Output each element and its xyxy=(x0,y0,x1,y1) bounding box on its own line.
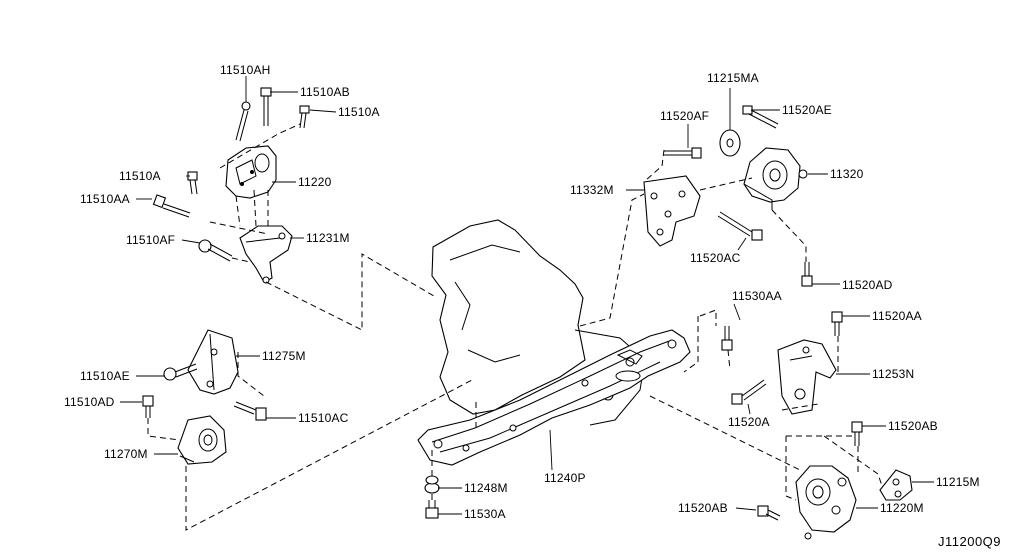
label-11320: 11320 xyxy=(830,167,864,181)
label-11332M: 11332M xyxy=(570,183,614,197)
label-11220: 11220 xyxy=(298,175,332,189)
label-11520AD: 11520AD xyxy=(842,278,893,292)
bolt-11530AA xyxy=(721,326,733,351)
label-11510AD: 11510AD xyxy=(64,395,115,409)
label-11270M: 11270M xyxy=(104,447,148,461)
label-11520AB-right: 11520AB xyxy=(888,419,938,433)
bracket-11231M xyxy=(239,225,293,284)
label-11520AA: 11520AA xyxy=(872,309,922,323)
bolt-11520AC xyxy=(717,211,763,241)
mount-11270M xyxy=(177,415,227,465)
washer-11248M xyxy=(424,475,440,494)
label-11231M: 11231M xyxy=(306,231,350,245)
label-11520AF: 11520AF xyxy=(660,109,709,123)
bolt-11520A xyxy=(731,379,767,405)
diagram-code: J11200Q9 xyxy=(938,534,1001,549)
label-11510AC: 11510AC xyxy=(298,411,349,425)
label-11510AH: 11510AH xyxy=(220,63,271,77)
bolt-11510AC xyxy=(233,401,267,421)
bolt-11520AF xyxy=(664,147,702,159)
bracket-11253N xyxy=(777,339,837,415)
crossmember-11240P xyxy=(417,329,691,466)
label-11510A-top: 11510A xyxy=(338,105,380,119)
label-11510AA: 11510AA xyxy=(80,192,130,206)
bolt-11510AB xyxy=(260,87,272,126)
bolt-11530A xyxy=(425,500,439,519)
bolt-11510AE xyxy=(163,363,198,381)
bolt-11510A-left xyxy=(187,171,198,195)
bolt-11520AA xyxy=(831,311,843,336)
assembly-dashed-lines xyxy=(147,123,883,531)
bolt-11520AD xyxy=(801,262,813,287)
label-11253N: 11253N xyxy=(872,367,914,381)
label-11530AA: 11530AA xyxy=(732,289,782,303)
bracket-11275M xyxy=(187,329,239,395)
bolt-11520AE xyxy=(742,105,779,129)
label-11510AB: 11510AB xyxy=(300,85,350,99)
label-11520AB-bottom: 11520AB xyxy=(678,501,728,515)
label-11215M: 11215M xyxy=(936,475,980,489)
bolt-11510A-top xyxy=(299,105,310,129)
label-11510A-left: 11510A xyxy=(119,169,161,183)
bracket-11332M xyxy=(643,175,701,247)
label-11248M: 11248M xyxy=(464,481,508,495)
leader-lines xyxy=(120,76,934,515)
bracket-11215M xyxy=(879,469,913,501)
bolt-11510AF xyxy=(198,239,233,262)
part-labels: 11510AH 11510AB 11510A 11510A 11220 1151… xyxy=(64,63,1001,549)
mount-11320 xyxy=(743,147,801,210)
bolt-11520AB-bottom xyxy=(757,505,781,521)
label-11520A: 11520A xyxy=(728,415,770,429)
label-11275M: 11275M xyxy=(262,349,306,363)
bolt-11510AD xyxy=(142,395,154,418)
mount-11220 xyxy=(225,145,277,199)
bolt-11510AH xyxy=(235,101,251,142)
engine-block xyxy=(431,219,646,426)
label-11520AC: 11520AC xyxy=(690,251,741,265)
label-11215MA: 11215MA xyxy=(707,71,759,85)
label-11530A: 11530A xyxy=(464,507,506,521)
mount-11220M xyxy=(795,465,857,540)
label-11240P: 11240P xyxy=(544,471,586,485)
bolt-11520AB-right xyxy=(851,421,863,446)
bolt-11510AA xyxy=(152,194,191,218)
label-11510AF: 11510AF xyxy=(126,233,175,247)
washer-11215MA xyxy=(719,129,741,157)
label-11510AE: 11510AE xyxy=(80,369,130,383)
label-11220M: 11220M xyxy=(880,501,924,515)
label-11520AE: 11520AE xyxy=(782,103,832,117)
bolt-11320 xyxy=(798,169,808,179)
